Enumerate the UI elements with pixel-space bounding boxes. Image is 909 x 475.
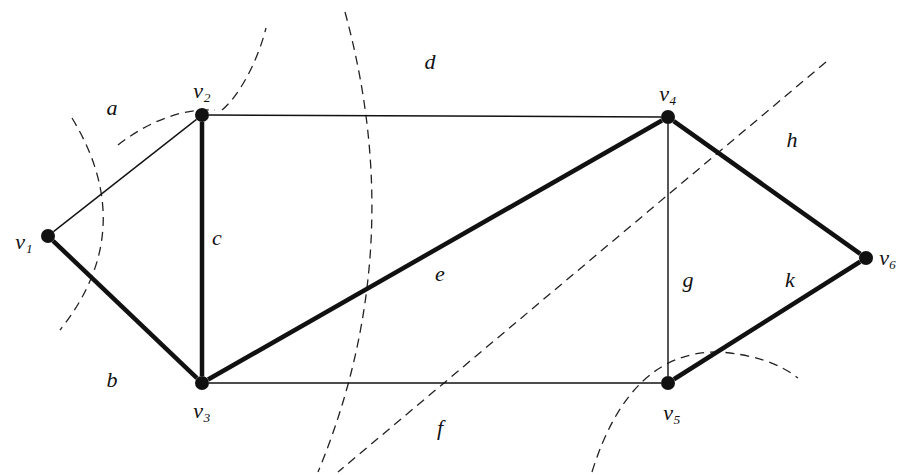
cut-set-line (222, 28, 266, 110)
edge-label: k (784, 268, 796, 292)
edge-line (200, 122, 205, 376)
edge-label: c (211, 226, 223, 250)
edge-label: f (436, 416, 444, 440)
vertex-label: v₃ (192, 399, 211, 423)
edge-line (209, 115, 661, 117)
vertex-label: v₁ (14, 230, 33, 254)
edge-label: g (682, 268, 695, 292)
vertex-label: v₆ (878, 246, 897, 270)
edge-label: e (434, 262, 446, 286)
edge-line (53, 241, 197, 378)
vertex-label: v₄ (658, 82, 677, 106)
vertex-dot: v₅ (661, 376, 675, 390)
edge-label: d (424, 50, 437, 74)
vertex-dot: v₂ (195, 108, 209, 122)
cut-set-line (60, 118, 103, 330)
edge-label: b (106, 368, 119, 392)
vertex-dot: v₁ (41, 229, 55, 243)
vertex-dot: v₆ (859, 251, 873, 265)
vertex-label: v₅ (662, 401, 681, 425)
cut-set-line (338, 62, 826, 472)
cut-set-line (592, 352, 798, 472)
cut-set-line (318, 12, 372, 472)
edge-line (674, 262, 860, 380)
edge-label: a (106, 96, 119, 120)
edge-line (54, 119, 197, 231)
edge-line (209, 382, 661, 383)
edge-line (674, 121, 861, 254)
vertex-dot: v₄ (661, 110, 675, 124)
vertex-label: v₂ (192, 79, 211, 103)
vertex-dot: v₃ (195, 376, 209, 390)
edge-line (208, 120, 662, 379)
edge-label: h (786, 128, 799, 152)
edge-line (667, 124, 668, 376)
